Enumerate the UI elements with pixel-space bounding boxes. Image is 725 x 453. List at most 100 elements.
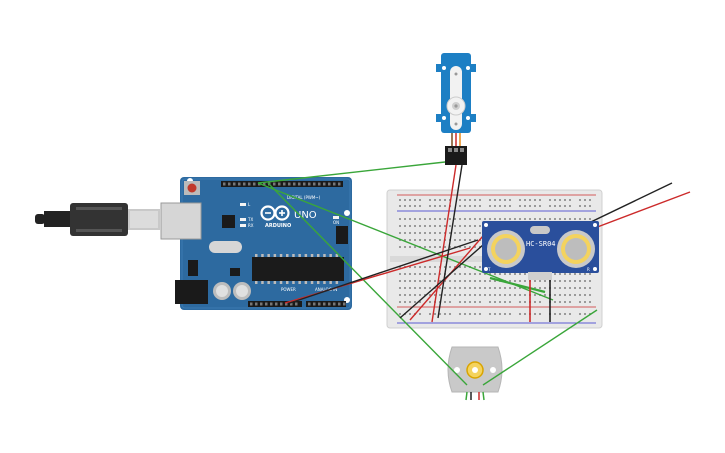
breadboard-hole: [509, 280, 511, 282]
usb-jack: [160, 202, 202, 240]
breadboard-hole: [494, 199, 496, 201]
chip-pin: [298, 254, 301, 257]
breadboard-hole: [404, 205, 406, 207]
breadboard-hole: [429, 205, 431, 207]
breadboard-hole: [459, 294, 461, 296]
breadboard-hole: [519, 301, 521, 303]
digital-header[interactable]: [221, 181, 343, 187]
breadboard-hole: [504, 301, 506, 303]
breadboard-hole: [404, 246, 406, 248]
breadboard-hole: [589, 199, 591, 201]
header-pin: [280, 302, 283, 306]
servo-motor-icon[interactable]: [436, 53, 476, 165]
wire-black-gnd[interactable]: [289, 239, 479, 304]
breadboard-hole: [554, 205, 556, 207]
breadboard-hole: [449, 232, 451, 234]
breadboard-hole: [444, 199, 446, 201]
breadboard-hole: [549, 218, 551, 220]
breadboard-hole: [419, 287, 421, 289]
breadboard-hole: [424, 218, 426, 220]
breadboard-hole: [399, 280, 401, 282]
breadboard-hole: [534, 280, 536, 282]
usb-plug-icon[interactable]: [35, 203, 160, 236]
breadboard-hole: [584, 294, 586, 296]
breadboard-hole: [429, 232, 431, 234]
breadboard-hole: [404, 280, 406, 282]
breadboard-hole: [569, 287, 571, 289]
breadboard-hole: [459, 232, 461, 234]
wire-green-motor-b[interactable]: [482, 309, 598, 386]
breadboard-hole: [514, 294, 516, 296]
breadboard-hole: [499, 273, 501, 275]
breadboard-hole: [434, 239, 436, 241]
breadboard-hole: [519, 218, 521, 220]
breadboard-hole: [414, 232, 416, 234]
breadboard-hole: [489, 287, 491, 289]
breadboard-hole: [424, 294, 426, 296]
wire-black-servo-gnd[interactable]: [437, 164, 463, 319]
breadboard-hole: [434, 232, 436, 234]
breadboard-hole: [414, 205, 416, 207]
chip-pin: [286, 254, 289, 257]
breadboard-hole: [579, 313, 581, 315]
breadboard-hole: [429, 301, 431, 303]
breadboard-hole: [504, 294, 506, 296]
breadboard-hole: [459, 239, 461, 241]
breadboard-hole: [554, 273, 556, 275]
breadboard-hole: [424, 225, 426, 227]
breadboard-hole: [574, 218, 576, 220]
breadboard-hole: [474, 287, 476, 289]
wire-green-echo[interactable]: [489, 276, 546, 294]
analog-header[interactable]: [306, 301, 346, 307]
sensor-pin-t: T: [487, 267, 491, 272]
breadboard-hole: [444, 205, 446, 207]
breadboard-hole: [419, 205, 421, 207]
breadboard-hole: [554, 294, 556, 296]
arduino-uno-board[interactable]: L TX RX ON ARDUINO UNO DIGITAL (PWM~) PO…: [160, 177, 352, 310]
header-pin: [248, 182, 251, 186]
breadboard-hole: [489, 280, 491, 282]
breadboard-hole: [584, 301, 586, 303]
breadboard-hole: [414, 225, 416, 227]
breadboard-hole: [474, 232, 476, 234]
breadboard-hole: [474, 294, 476, 296]
breadboard-hole: [429, 280, 431, 282]
breadboard-hole: [404, 225, 406, 227]
sensor-pins[interactable]: [528, 272, 552, 280]
breadboard-hole: [434, 280, 436, 282]
breadboard-hole: [559, 273, 561, 275]
breadboard-hole: [549, 199, 551, 201]
breadboard-hole: [574, 273, 576, 275]
breadboard-hole: [444, 218, 446, 220]
header-pin: [288, 182, 291, 186]
breadboard-hole: [529, 205, 531, 207]
breadboard-hole: [444, 280, 446, 282]
wire-red-servo-vcc[interactable]: [431, 164, 457, 323]
breadboard-hole: [489, 313, 491, 315]
breadboard-hole: [464, 294, 466, 296]
breadboard-hole: [444, 287, 446, 289]
breadboard-hole: [534, 287, 536, 289]
breadboard-hole: [459, 246, 461, 248]
breadboard-hole: [419, 273, 421, 275]
breadboard-hole: [584, 287, 586, 289]
breadboard-hole: [434, 266, 436, 268]
breadboard-hole: [534, 301, 536, 303]
breadboard-hole: [449, 301, 451, 303]
breadboard-hole: [554, 301, 556, 303]
led-label-l: L: [248, 202, 251, 207]
breadboard-hole: [434, 246, 436, 248]
breadboard-hole: [469, 280, 471, 282]
breadboard-hole: [469, 301, 471, 303]
breadboard-hole: [454, 294, 456, 296]
ultrasonic-sensor[interactable]: HC-SR04 T R: [482, 221, 599, 280]
breadboard-hole: [564, 199, 566, 201]
breadboard-hole: [449, 225, 451, 227]
breadboard-hole: [464, 205, 466, 207]
breadboard-hole: [424, 273, 426, 275]
breadboard-hole: [429, 266, 431, 268]
breadboard-hole: [464, 246, 466, 248]
wire-green-motor-a[interactable]: [267, 182, 468, 386]
wire-green-servo-signal[interactable]: [257, 161, 446, 184]
